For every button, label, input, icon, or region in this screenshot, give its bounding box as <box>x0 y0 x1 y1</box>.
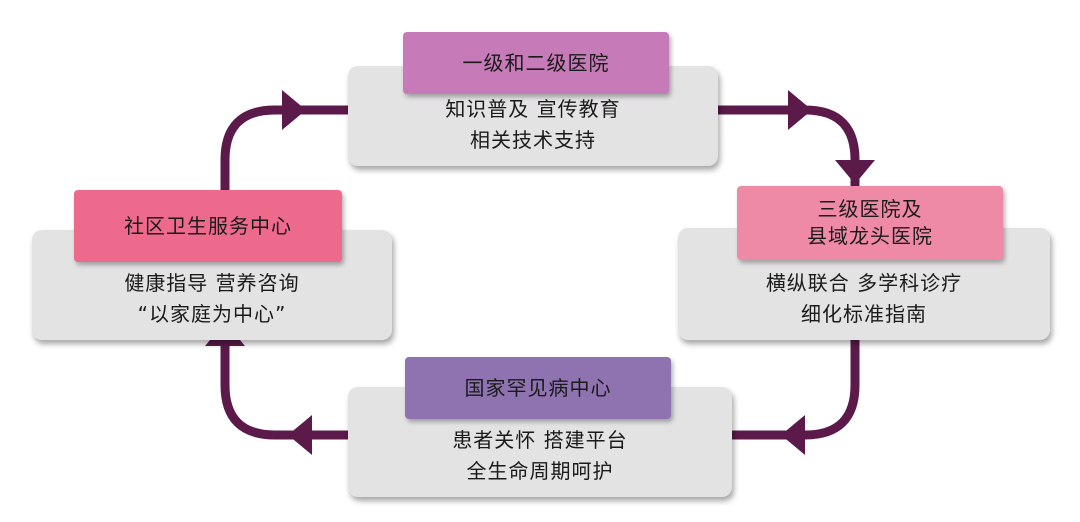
node-title-text: 国家罕见病中心 <box>464 375 612 400</box>
node-description-line: 患者关怀 搭建平台 <box>452 428 628 452</box>
node-description-line: 健康指导 营养咨询 <box>124 271 300 295</box>
node-title-text: 县域龙头医院 <box>807 224 933 248</box>
connector-right-to-bottom <box>732 340 860 440</box>
node-title-text: 社区卫生服务中心 <box>124 213 292 238</box>
node-title-primary-secondary-hospitals: 一级和二级医院 <box>403 32 669 94</box>
node-description-line: 横纵联合 多学科诊疗 <box>765 271 963 295</box>
arrowhead-left-icon <box>288 415 312 455</box>
node-title-text: 一级和二级医院 <box>462 50 610 75</box>
node-description-line: 知识普及 宣传教育 <box>445 97 621 121</box>
node-title-rare-disease-center: 国家罕见病中心 <box>405 357 671 419</box>
connector-bottom-to-left <box>220 340 348 440</box>
arrowhead-left-icon <box>781 415 805 455</box>
arrowhead-down-icon <box>835 160 875 184</box>
node-description-line: “以家庭为中心” <box>137 302 287 326</box>
node-description-line: 相关技术支持 <box>470 128 596 152</box>
node-description-line: 全生命周期呵护 <box>466 459 614 483</box>
node-title-tertiary-hospitals: 三级医院及 县域龙头医院 <box>737 186 1003 260</box>
node-description-line: 细化标准指南 <box>801 302 927 326</box>
arrowhead-right-icon <box>282 90 306 130</box>
arrowhead-right-icon <box>788 90 812 130</box>
node-title-text: 三级医院及 <box>817 197 923 221</box>
node-title-community-health-center: 社区卫生服务中心 <box>74 190 342 262</box>
connector-left-to-top <box>220 105 348 190</box>
